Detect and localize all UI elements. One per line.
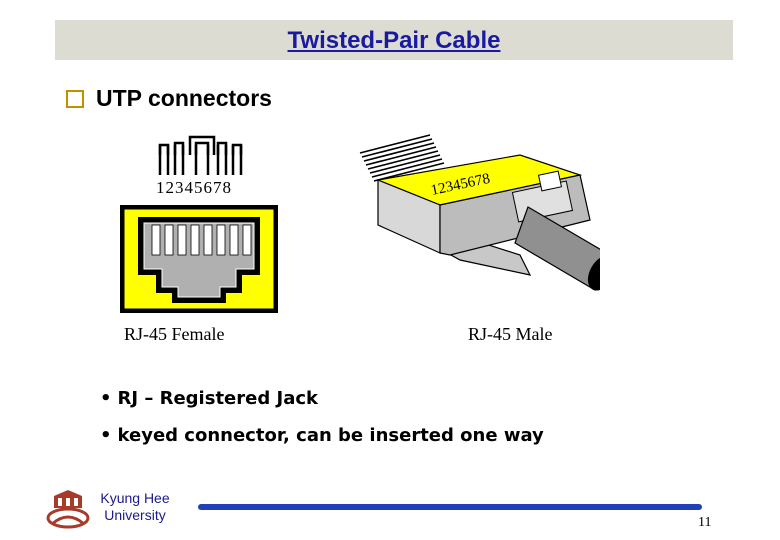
university-name: Kyung Hee University <box>96 490 174 524</box>
female-pins-icon <box>158 135 243 175</box>
wire-ends-icon <box>359 134 445 182</box>
section-heading: UTP connectors <box>66 85 272 112</box>
bullet-dot-icon: • <box>100 388 112 409</box>
university-line-2: University <box>104 507 166 523</box>
bullet-dot-icon: • <box>100 425 112 446</box>
heading-text: UTP connectors <box>96 85 272 111</box>
rj45-male-plug: 12345678 RJ-45 Male <box>359 134 600 344</box>
rj45-female-jack: 12345678 RJ-45 Female <box>120 135 278 344</box>
bullet-text: keyed connector, can be inserted one way <box>117 425 544 446</box>
title-bar: Twisted-Pair Cable <box>55 20 733 60</box>
rj45-connector-figure: 12345678 RJ-45 Female <box>120 134 600 344</box>
female-caption: RJ-45 Female <box>124 324 225 344</box>
male-caption: RJ-45 Male <box>468 324 553 344</box>
page-number: 11 <box>698 515 712 530</box>
female-pin-numbers: 12345678 <box>156 178 232 197</box>
university-logo-icon <box>46 490 90 529</box>
university-line-1: Kyung Hee <box>100 490 170 506</box>
checkbox-bullet-icon <box>66 89 84 108</box>
bullet-item: •RJ – Registered Jack <box>100 388 318 409</box>
slide-title: Twisted-Pair Cable <box>287 27 501 54</box>
footer-divider <box>198 504 702 510</box>
bullet-text: RJ – Registered Jack <box>117 388 318 409</box>
bullet-item: •keyed connector, can be inserted one wa… <box>100 425 544 446</box>
